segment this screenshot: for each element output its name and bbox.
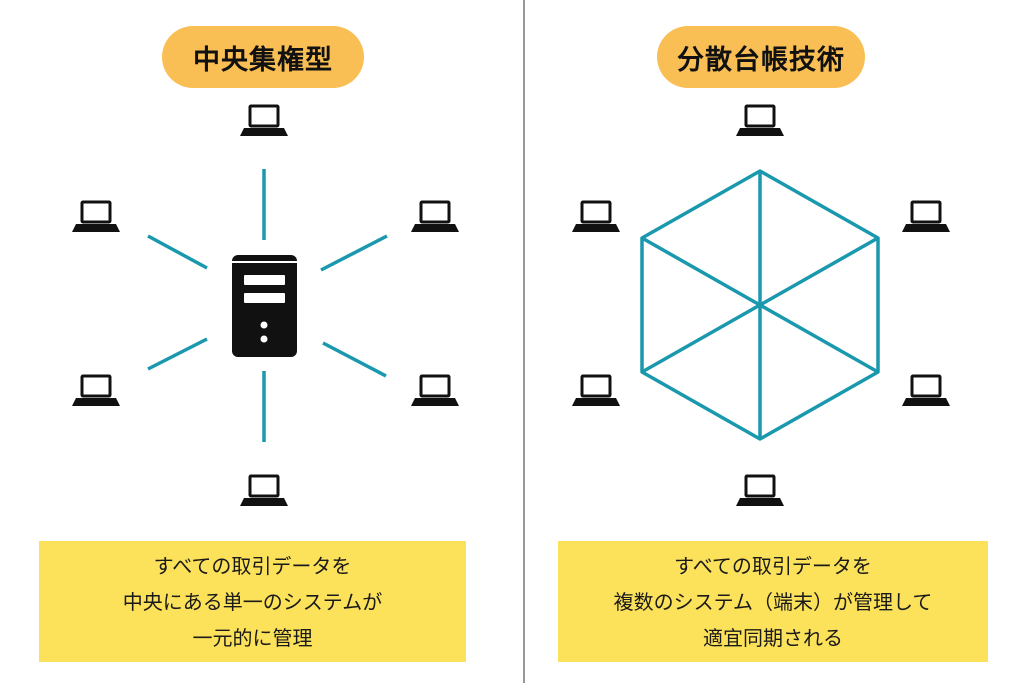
laptop-icon: [734, 474, 786, 508]
mesh-diagonal: [641, 236, 879, 374]
caption-line: すべての取引データを: [153, 553, 352, 578]
spoke-upper-left: [147, 234, 208, 270]
distributed-mesh: [640, 169, 880, 441]
caption-line: 複数のシステム（端末）が管理して: [613, 589, 933, 614]
caption-line: 中央にある単一のシステムが: [122, 589, 383, 614]
centralized-title: 中央集権型: [162, 26, 364, 88]
server-icon: [232, 255, 297, 357]
spoke-upper-right: [320, 234, 388, 272]
laptop-icon: [238, 104, 290, 138]
laptop-icon: [570, 200, 622, 234]
distributed-caption: すべての取引データを 複数のシステム（端末）が管理して 適宜同期される: [558, 541, 988, 662]
distributed-ledger-title: 分散台帳技術: [657, 26, 865, 88]
laptop-icon: [238, 474, 290, 508]
caption-line: 適宜同期される: [703, 625, 843, 650]
laptop-icon: [734, 104, 786, 138]
laptop-icon: [900, 200, 952, 234]
caption-line: 一元的に管理: [192, 625, 313, 650]
laptop-icon: [409, 200, 461, 234]
centralized-spokes: [147, 169, 388, 442]
laptop-icon: [570, 374, 622, 408]
spoke-lower-right: [322, 341, 387, 378]
spoke-lower-left: [147, 337, 208, 371]
caption-line: すべての取引データを: [674, 553, 872, 578]
laptop-icon: [70, 200, 122, 234]
laptop-icon: [409, 374, 461, 408]
centralized-caption: すべての取引データを 中央にある単一のシステムが 一元的に管理: [39, 541, 466, 662]
laptop-icon: [900, 374, 952, 408]
laptop-icon: [70, 374, 122, 408]
